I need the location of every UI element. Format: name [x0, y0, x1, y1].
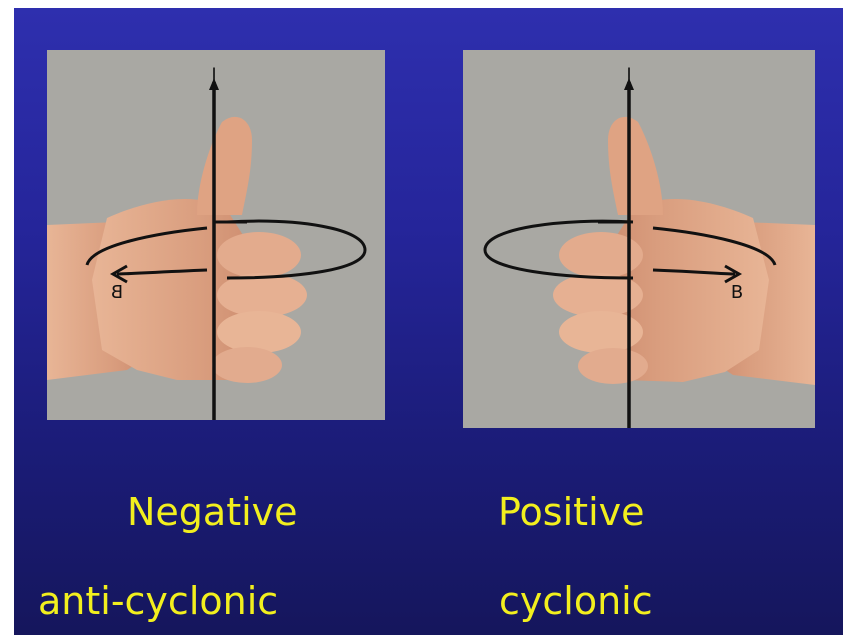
- thumb: [608, 117, 663, 215]
- current-label: I: [626, 65, 631, 85]
- thumb: [197, 117, 252, 215]
- negative-label: Negative: [127, 493, 298, 531]
- negative-hand-diagram: I B: [47, 50, 385, 420]
- finger-2: [217, 273, 307, 317]
- current-label: I: [211, 65, 216, 85]
- positive-hand-panel: I B: [463, 50, 815, 428]
- finger-3: [217, 311, 301, 353]
- field-label: B: [731, 282, 743, 303]
- field-label-mirrored: B: [111, 282, 123, 303]
- positive-hand-diagram: I B: [463, 50, 815, 428]
- negative-hand-panel: I B: [47, 50, 385, 420]
- positive-label: Positive: [498, 493, 645, 531]
- slide: I B: [14, 8, 843, 635]
- finger-4: [212, 347, 282, 383]
- finger-1: [217, 232, 301, 278]
- anti-cyclonic-label: anti-cyclonic: [38, 582, 278, 620]
- finger-4: [578, 348, 648, 384]
- cyclonic-label: cyclonic: [499, 582, 653, 620]
